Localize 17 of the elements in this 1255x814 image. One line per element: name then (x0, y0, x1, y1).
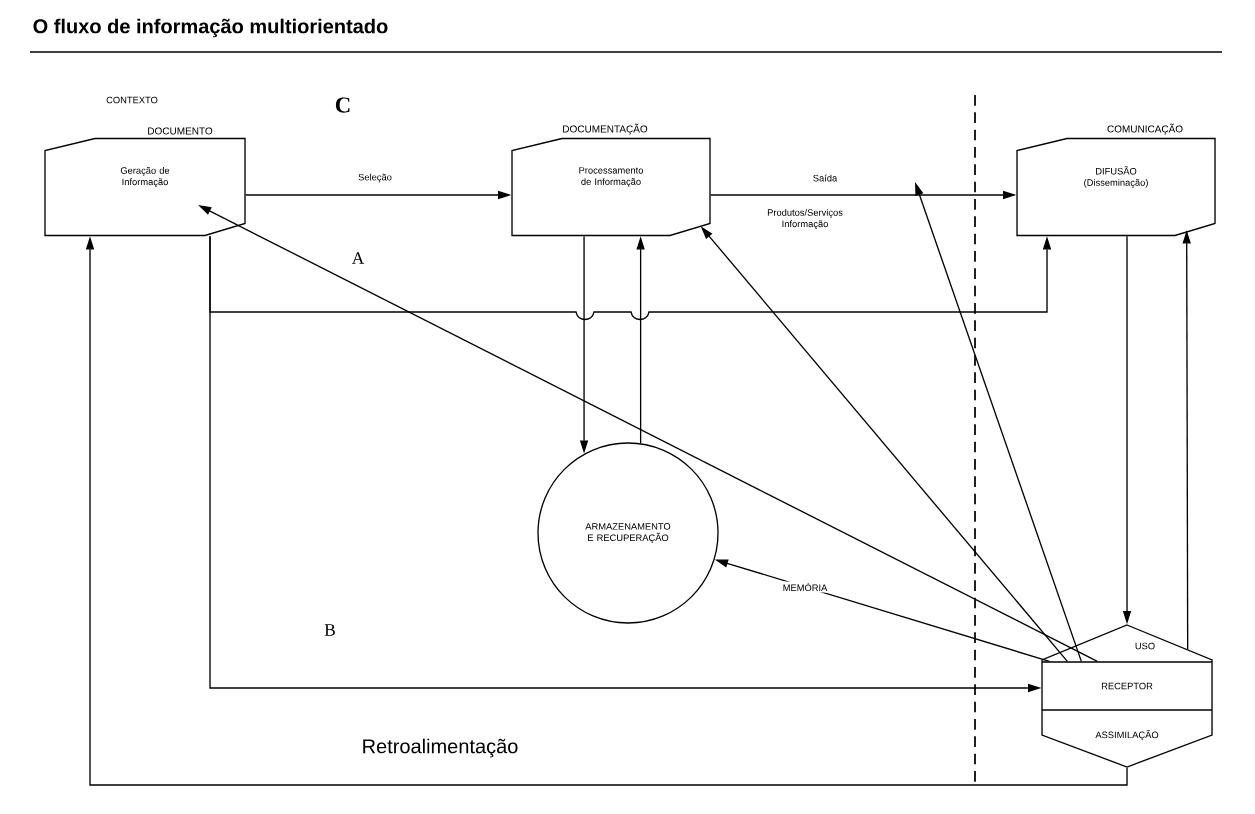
node-label: COMUNICAÇÃO (1107, 123, 1183, 135)
node-label: DOCUMENTAÇÃO (563, 123, 648, 135)
process-box: COMUNICAÇÃO DIFUSÃO (Disseminação) (1016, 123, 1216, 237)
section-letter: B (324, 624, 335, 636)
label: CONTEXTO (106, 96, 158, 104)
process-box: DOCUMENTO Geração de Informação (44, 127, 246, 237)
label: Produtos/Serviços Informação (767, 209, 843, 230)
section-letter: A (351, 252, 365, 264)
edge-label: Seleção (356, 172, 394, 184)
edge-label: Saída (811, 173, 839, 183)
edge-label: MEMÓRIA (781, 581, 829, 593)
section-letter: C (335, 97, 350, 113)
title: O fluxo de informação multiorientado (33, 18, 388, 38)
receptor-hexagon: USO RECEPTOR ASSIMILAÇÃO (1041, 624, 1213, 768)
node-label: DOCUMENTO (148, 127, 213, 135)
edge-label: Retroalimentação (360, 737, 520, 759)
process-box: DOCUMENTAÇÃO Processamento de Informação (511, 123, 711, 237)
